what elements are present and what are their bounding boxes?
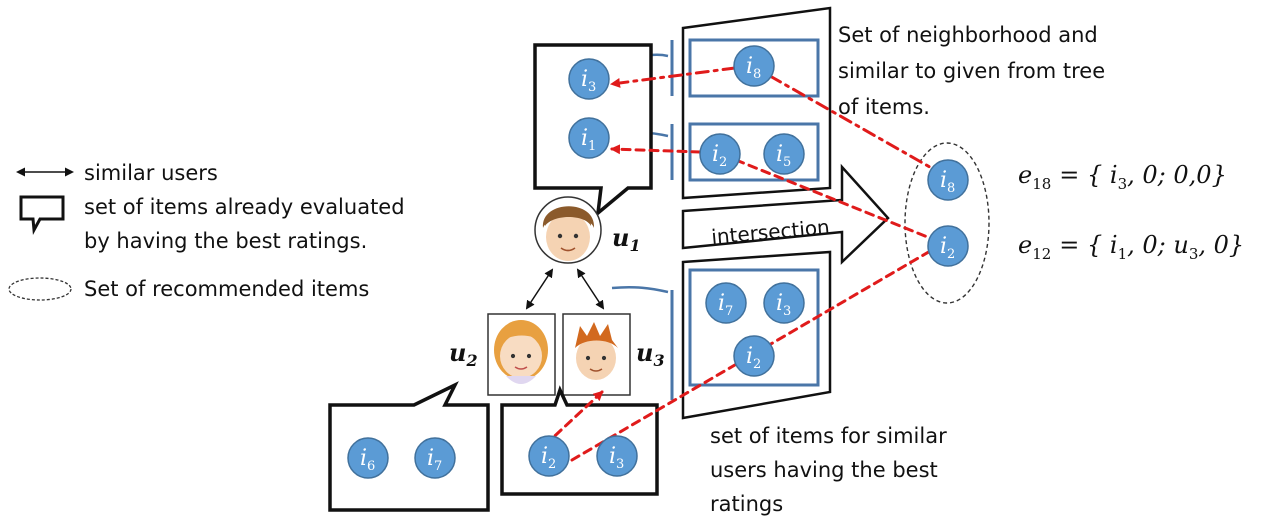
legend-evaluated-line2: by having the best ratings.	[84, 229, 367, 253]
similar-users-description: set of items for similar users having th…	[710, 424, 947, 516]
svg-text:i8: i8	[746, 54, 761, 82]
item-node: i3	[568, 58, 610, 100]
svg-text:i7: i7	[718, 291, 733, 319]
item-node: i3	[763, 282, 805, 324]
item-node: i1	[568, 117, 610, 159]
u2-label: u2	[449, 338, 478, 370]
svg-text:i2: i2	[541, 444, 556, 472]
svg-text:i5: i5	[776, 142, 791, 170]
similarity-arrow-u1-u3	[576, 268, 605, 310]
recommended-item-node: i8	[927, 159, 969, 201]
item-node: i8	[733, 45, 775, 87]
svg-text:i2: i2	[712, 142, 727, 170]
item-node: i5	[763, 133, 805, 175]
u2-avatar	[487, 313, 556, 396]
legend-similar-users: similar users	[84, 161, 218, 185]
u2-evaluated-items-bubble	[328, 381, 490, 512]
similar-users-line1: set of items for similar	[710, 424, 947, 448]
svg-text:i8: i8	[940, 168, 955, 196]
recommended-item-node: i2	[927, 225, 969, 267]
intersection-arrow: intersection	[681, 163, 890, 265]
neighborhood-line3: of items.	[838, 95, 930, 119]
u1-label: u1	[612, 223, 641, 255]
item-node: i6	[347, 437, 389, 479]
svg-text:i3: i3	[581, 67, 596, 95]
svg-text:i3: i3	[776, 291, 791, 319]
link-i8-top-to-rec-i8	[768, 74, 937, 172]
u3-avatar	[562, 313, 631, 396]
legend-evaluated-line1: set of items already evaluated	[84, 195, 405, 219]
item-nodes: i3 i1 i8 i2 i5 i7 i3	[347, 45, 969, 479]
recommended-items-ellipse	[904, 142, 990, 304]
item-node: i2	[528, 435, 570, 477]
item-node: i2	[733, 335, 775, 377]
link-u3-i2-to-rec-i2	[570, 248, 934, 462]
lower-candidate-panel	[681, 250, 832, 420]
svg-text:i6: i6	[360, 446, 375, 474]
link-i2-mid-to-rec-i2	[734, 158, 932, 240]
link-i2-to-u1-i1	[610, 144, 702, 155]
top-item-set-box	[688, 38, 820, 98]
red-links	[543, 66, 937, 462]
speech-bubble-icon	[19, 195, 65, 236]
u1-avatar	[534, 196, 602, 264]
dashed-ellipse-icon	[8, 277, 72, 301]
neighborhood-description: Set of neighborhood and similar to given…	[838, 23, 1105, 119]
svg-text:i2: i2	[940, 234, 955, 262]
equation-e12: e12= { i1, 0; u3, 0}	[1018, 231, 1244, 263]
connector-low	[611, 285, 669, 294]
legend-recommended: Set of recommended items	[84, 277, 369, 301]
svg-text:i1: i1	[581, 126, 596, 154]
link-i8-to-u1-i3	[610, 66, 737, 88]
svg-text:i2: i2	[746, 344, 761, 372]
neighborhood-line2: similar to given from tree	[838, 59, 1105, 83]
low-item-set-box	[688, 268, 820, 387]
similar-users-line2: users having the best	[710, 458, 938, 482]
item-node: i7	[414, 437, 456, 479]
svg-text:i3: i3	[609, 444, 624, 472]
u3-label: u3	[636, 338, 665, 370]
legend: similar users set of items already evalu…	[8, 161, 405, 301]
item-node: i7	[705, 282, 747, 324]
similarity-arrow-u1-u2	[525, 268, 554, 310]
similar-users-line3: ratings	[710, 492, 783, 516]
u3-evaluated-items-bubble	[500, 385, 659, 496]
equation-e18: e18= { i3, 0; 0,0}	[1018, 161, 1227, 193]
svg-text:i7: i7	[427, 446, 442, 474]
neighborhood-line1: Set of neighborhood and	[838, 23, 1098, 47]
item-node: i3	[596, 435, 638, 477]
item-node: i2	[699, 133, 741, 175]
mid-item-set-box	[688, 122, 820, 182]
